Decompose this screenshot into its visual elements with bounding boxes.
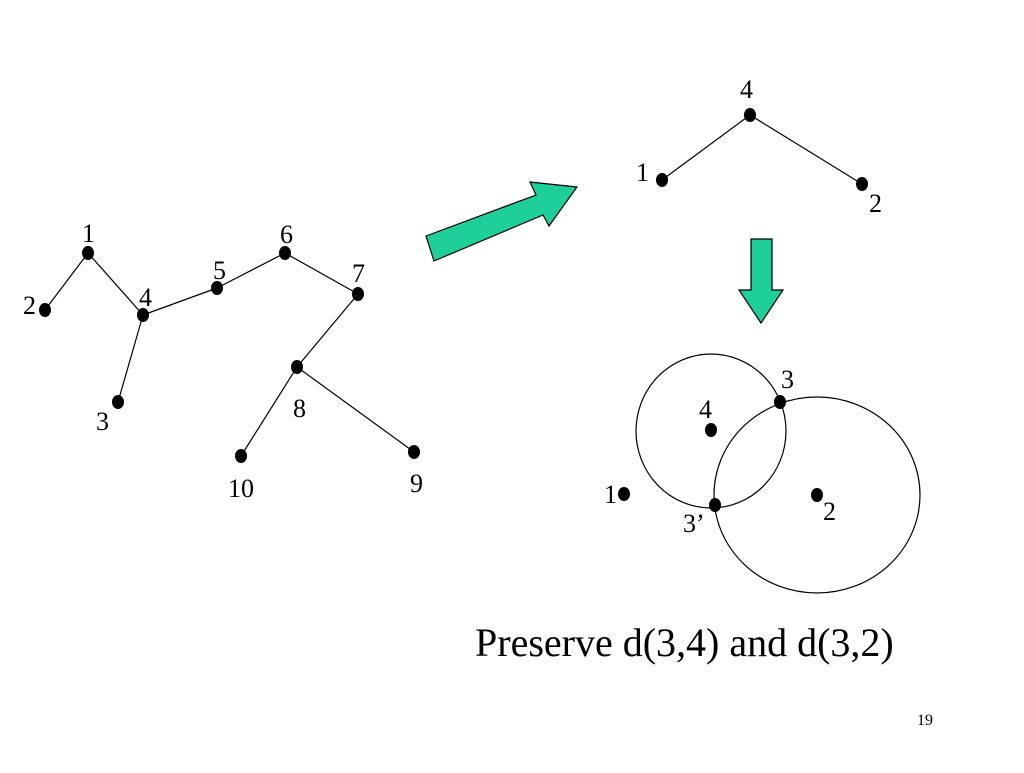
node-3 (774, 395, 786, 409)
label-1: 1 (636, 158, 649, 187)
node-2 (39, 303, 51, 317)
edge-6-7 (284, 252, 359, 295)
edge-4-1 (661, 114, 751, 181)
circles-view (635, 353, 921, 594)
node-4 (137, 308, 149, 322)
label-2: 2 (869, 189, 882, 218)
label-3: 3 (96, 407, 109, 436)
edge-8-10 (240, 366, 298, 457)
edge-4-5 (142, 287, 218, 316)
edge-8-9 (296, 366, 415, 453)
edge-1-2 (44, 252, 89, 311)
diagonal-arrow-icon (425, 181, 579, 262)
left-tree (44, 252, 415, 457)
label-1: 1 (604, 480, 617, 509)
label-5: 5 (213, 256, 226, 285)
label-2: 2 (23, 291, 36, 320)
node-4 (744, 108, 756, 122)
circles-view-nodes (618, 395, 823, 512)
node-1 (618, 487, 630, 501)
edge-4-2 (749, 114, 863, 185)
node-5 (211, 281, 223, 295)
left-tree-labels: 1 2 4 3 5 6 7 8 10 9 (23, 219, 423, 503)
label-3: 3 (781, 365, 794, 394)
label-10: 10 (228, 474, 254, 503)
label-8: 8 (293, 394, 306, 423)
node-1 (82, 246, 94, 260)
node-1 (656, 173, 668, 187)
left-tree-nodes (39, 246, 420, 463)
page-number: 19 (917, 712, 933, 729)
down-arrow-icon (737, 238, 785, 325)
node-9 (408, 445, 420, 459)
node-7 (352, 287, 364, 301)
node-8 (291, 360, 303, 374)
reduced-tree-labels: 4 1 2 (636, 75, 882, 218)
node-3-prime (709, 498, 721, 512)
label-3-prime: 3’ (683, 509, 705, 538)
edge-7-8 (296, 293, 359, 368)
label-9: 9 (410, 469, 423, 498)
edge-4-3 (117, 314, 144, 403)
edge-5-6 (216, 252, 286, 289)
label-4: 4 (139, 283, 152, 312)
circles-view-labels: 3 4 1 2 3’ (604, 365, 836, 538)
edge-1-4 (87, 252, 144, 316)
node-2 (856, 177, 868, 191)
reduced-tree (661, 114, 863, 185)
label-7: 7 (352, 259, 365, 288)
circle-around-2 (713, 396, 921, 594)
node-2 (811, 488, 823, 502)
node-3 (112, 395, 124, 409)
label-1: 1 (82, 219, 95, 248)
caption: Preserve d(3,4) and d(3,2) (475, 620, 894, 665)
label-2: 2 (823, 497, 836, 526)
node-6 (279, 246, 291, 260)
node-4 (705, 423, 717, 437)
label-4: 4 (740, 75, 753, 104)
reduced-tree-nodes (656, 108, 868, 191)
label-4: 4 (699, 395, 712, 424)
node-10 (235, 449, 247, 463)
label-6: 6 (280, 220, 293, 249)
